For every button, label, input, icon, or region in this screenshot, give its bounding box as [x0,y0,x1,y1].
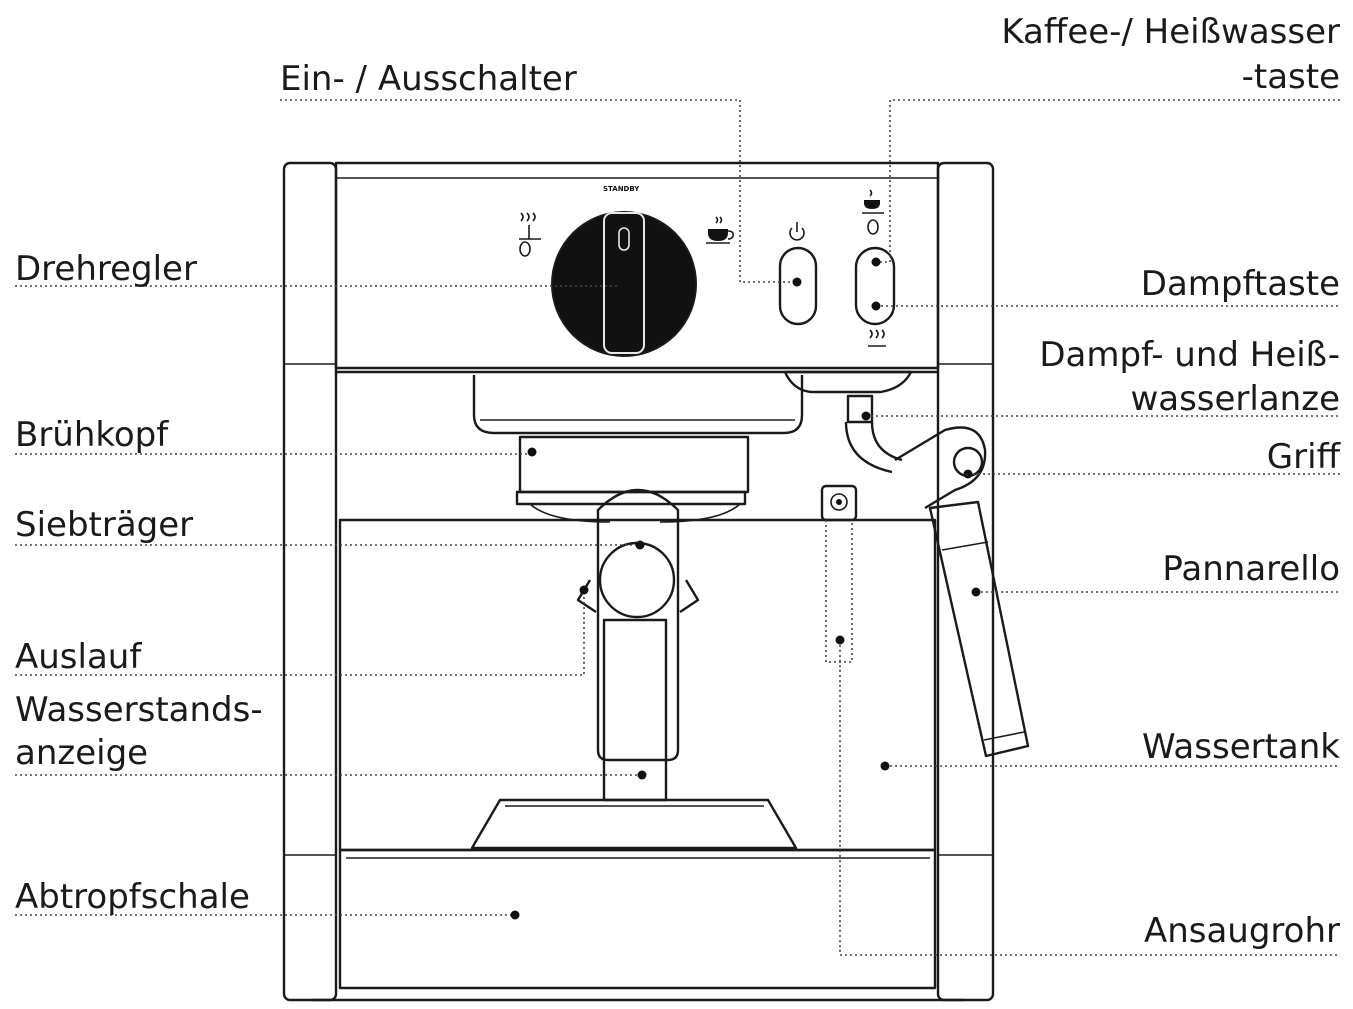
label-auslauf: Auslauf [15,637,142,677]
water-level-indicator [820,484,858,522]
standby-text: STANDBY [603,185,640,193]
label-wasserstand-line2: anzeige [15,733,148,773]
label-siebtraeger: Siebträger [15,505,193,545]
label-kaffee-heisswasser-taste-line2: -taste [1242,57,1340,97]
label-dampftaste: Dampftaste [1141,264,1340,304]
callout-dots [510,257,981,920]
coffee-hot-water-button[interactable] [854,246,896,326]
cup-grate [470,798,798,850]
label-ansaugrohr: Ansaugrohr [1144,911,1340,951]
label-dampf-lanze-line1: Dampf- und Heiß- [1039,335,1340,375]
steam-icon [519,212,541,257]
label-griff: Griff [1267,437,1342,477]
label-abtropfschale: Abtropfschale [15,877,250,917]
label-wassertank: Wassertank [1142,727,1340,767]
power-icon [789,222,805,241]
power-button[interactable] [778,246,818,326]
coffee-cup-icon [706,216,734,244]
label-dampf-lanze-line2: wasserlanze [1130,379,1340,419]
steam-wand[interactable] [783,370,1030,758]
portafilter[interactable] [576,488,700,802]
labels: Ein- / Ausschalter Kaffee-/ Heißwasser -… [15,12,1342,951]
label-kaffee-heisswasser-taste-line1: Kaffee-/ Heißwasser [1001,12,1340,52]
label-ein-ausschalter: Ein- / Ausschalter [280,59,577,99]
hot-water-icon [862,189,884,235]
control-panel: STANDBY [519,185,896,357]
leader-lines [15,99,1340,956]
brew-head [472,375,804,523]
label-wasserstand-line1: Wasserstands- [15,690,263,730]
steam-button-icon [868,329,886,347]
label-pannarello: Pannarello [1162,549,1340,589]
label-drehregler: Drehregler [15,249,197,289]
label-bruehkopf: Brühkopf [15,415,169,455]
